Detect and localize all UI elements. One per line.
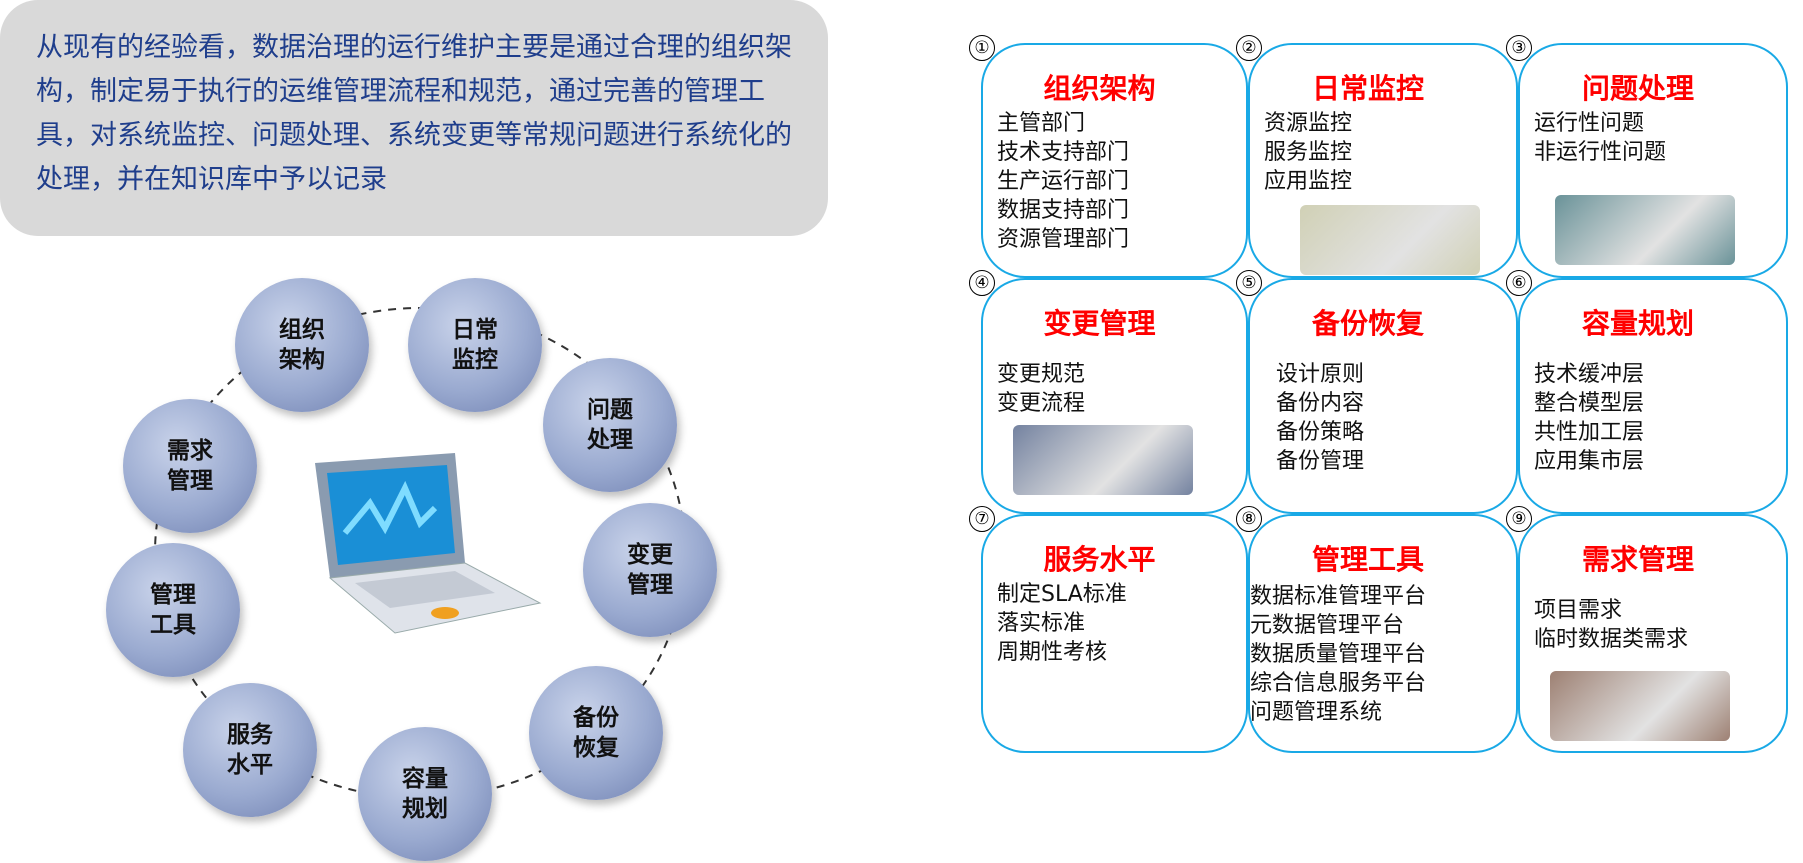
card-item: 备份策略 bbox=[1276, 420, 1365, 445]
circle-capacity: 容量规划 bbox=[358, 727, 492, 861]
circle-label: 变更管理 bbox=[627, 542, 673, 598]
people-discussion-illustration bbox=[1555, 195, 1735, 265]
card-number-badge: ③ bbox=[1506, 35, 1532, 61]
circle-monitor: 日常监控 bbox=[408, 278, 542, 412]
card-number-badge: ⑧ bbox=[1236, 506, 1262, 532]
card-item: 资源监控 bbox=[1264, 111, 1353, 136]
card-service: 服务水平制定SLA标准落实标准周期性考核 bbox=[981, 514, 1248, 753]
card-items: 主管部门技术支持部门生产运行部门数据支持部门资源管理部门 bbox=[997, 109, 1129, 254]
card-tools: 管理工具数据标准管理平台元数据管理平台数据质量管理平台综合信息服务平台问题管理系… bbox=[1248, 514, 1518, 753]
card-item: 主管部门 bbox=[997, 111, 1086, 136]
ops-cycle-diagram: 组织架构 日常监控问题处理变更管理备份恢复容量规划 服务水平 管理工具 需求管理 bbox=[0, 250, 830, 863]
card-item: 资源管理部门 bbox=[997, 227, 1130, 252]
card-item: 临时数据类需求 bbox=[1534, 627, 1689, 652]
card-item: 应用集市层 bbox=[1534, 449, 1645, 474]
card-number-badge: ① bbox=[969, 35, 995, 61]
circle-label: 日常监控 bbox=[452, 317, 498, 373]
card-title: 日常监控 bbox=[1311, 72, 1424, 105]
card-item: 落实标准 bbox=[997, 611, 1086, 636]
business-meeting-illustration bbox=[1550, 671, 1730, 741]
card-item: 问题管理系统 bbox=[1250, 700, 1383, 725]
card-item: 备份内容 bbox=[1276, 391, 1365, 416]
card-number-badge: ② bbox=[1236, 35, 1262, 61]
card-item: 数据质量管理平台 bbox=[1250, 642, 1427, 667]
card-number-badge: ⑥ bbox=[1506, 270, 1532, 296]
card-org: 组织架构主管部门技术支持部门生产运行部门数据支持部门资源管理部门 bbox=[981, 43, 1248, 278]
card-item: 周期性考核 bbox=[997, 640, 1108, 665]
circle-label: 服务水平 bbox=[227, 722, 273, 778]
card-number-badge: ④ bbox=[969, 270, 995, 296]
circle-demand: 需求管理 bbox=[123, 399, 257, 533]
circle-tools: 管理工具 bbox=[106, 543, 240, 677]
card-title: 服务水平 bbox=[1043, 543, 1156, 576]
card-monitor: 日常监控资源监控服务监控应用监控 bbox=[1248, 43, 1518, 278]
card-demand: 需求管理项目需求临时数据类需求 bbox=[1518, 514, 1788, 753]
card-number-badge: ⑤ bbox=[1236, 270, 1262, 296]
card-backup: 备份恢复设计原则备份内容备份策略备份管理 bbox=[1248, 278, 1518, 514]
card-item: 整合模型层 bbox=[1534, 391, 1645, 416]
card-number-badge: ⑦ bbox=[969, 506, 995, 532]
circle-label: 管理工具 bbox=[150, 582, 196, 638]
computer-illustration bbox=[1300, 205, 1480, 275]
laptop-icon bbox=[315, 453, 542, 634]
meeting-illustration bbox=[1013, 425, 1193, 495]
circle-problem: 问题处理 bbox=[543, 358, 677, 492]
card-items: 变更规范变更流程 bbox=[997, 360, 1085, 418]
card-item: 元数据管理平台 bbox=[1250, 613, 1405, 638]
card-title: 容量规划 bbox=[1581, 307, 1694, 340]
circle-org: 组织架构 bbox=[235, 278, 369, 412]
circle-change: 变更管理 bbox=[583, 503, 717, 637]
card-title: 变更管理 bbox=[1043, 307, 1156, 340]
card-item: 数据标准管理平台 bbox=[1250, 584, 1427, 609]
card-item: 应用监控 bbox=[1264, 169, 1353, 194]
circle-label: 组织架构 bbox=[279, 317, 325, 373]
circle-label: 容量规划 bbox=[402, 766, 448, 822]
card-items: 设计原则备份内容备份策略备份管理 bbox=[1276, 360, 1364, 476]
card-item: 运行性问题 bbox=[1534, 111, 1645, 136]
card-items: 运行性问题非运行性问题 bbox=[1534, 109, 1666, 167]
card-item: 综合信息服务平台 bbox=[1250, 671, 1427, 696]
card-item: 项目需求 bbox=[1534, 598, 1623, 623]
card-items: 数据标准管理平台元数据管理平台数据质量管理平台综合信息服务平台问题管理系统 bbox=[1250, 582, 1426, 727]
card-item: 备份管理 bbox=[1276, 449, 1365, 474]
card-title: 组织架构 bbox=[1043, 72, 1156, 105]
card-items: 制定SLA标准落实标准周期性考核 bbox=[997, 580, 1127, 667]
intro-text: 从现有的经验看，数据治理的运行维护主要是通过合理的组织架构，制定易于执行的运维管… bbox=[36, 32, 792, 195]
card-title: 问题处理 bbox=[1581, 72, 1694, 105]
card-item: 设计原则 bbox=[1276, 362, 1365, 387]
card-items: 项目需求临时数据类需求 bbox=[1534, 596, 1688, 654]
card-item: 技术缓冲层 bbox=[1534, 362, 1645, 387]
card-title: 需求管理 bbox=[1581, 543, 1694, 576]
card-item: 制定SLA标准 bbox=[997, 582, 1127, 607]
card-number-badge: ⑨ bbox=[1506, 506, 1532, 532]
card-item: 生产运行部门 bbox=[997, 169, 1130, 194]
card-item: 技术支持部门 bbox=[997, 140, 1130, 165]
card-problem: 问题处理运行性问题非运行性问题 bbox=[1518, 43, 1788, 278]
card-item: 服务监控 bbox=[1264, 140, 1353, 165]
intro-callout: 从现有的经验看，数据治理的运行维护主要是通过合理的组织架构，制定易于执行的运维管… bbox=[0, 0, 828, 236]
card-items: 资源监控服务监控应用监控 bbox=[1264, 109, 1352, 196]
card-item: 数据支持部门 bbox=[997, 198, 1130, 223]
card-item: 变更流程 bbox=[997, 391, 1086, 416]
card-capacity: 容量规划技术缓冲层整合模型层共性加工层应用集市层 bbox=[1518, 278, 1788, 514]
card-item: 变更规范 bbox=[997, 362, 1086, 387]
card-item: 非运行性问题 bbox=[1534, 140, 1667, 165]
circle-label: 备份恢复 bbox=[573, 705, 619, 761]
circle-service: 服务水平 bbox=[183, 683, 317, 817]
card-item: 共性加工层 bbox=[1534, 420, 1645, 445]
circle-label: 问题处理 bbox=[587, 397, 633, 453]
circle-label: 需求管理 bbox=[167, 438, 213, 494]
card-title: 备份恢复 bbox=[1311, 307, 1424, 340]
card-change: 变更管理变更规范变更流程 bbox=[981, 278, 1248, 514]
card-items: 技术缓冲层整合模型层共性加工层应用集市层 bbox=[1534, 360, 1644, 476]
card-title: 管理工具 bbox=[1311, 543, 1424, 576]
circle-backup: 备份恢复 bbox=[529, 666, 663, 800]
